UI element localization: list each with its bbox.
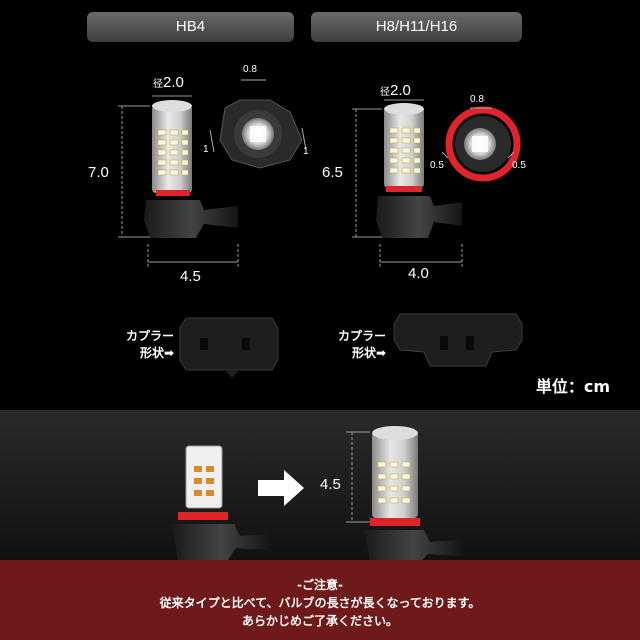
h8-diameter-label: 径2.0	[380, 82, 411, 99]
h8-dimension-lines	[352, 99, 463, 268]
notice-title: -ご注意-	[297, 578, 343, 592]
h8-top-view	[441, 106, 521, 182]
specs-section	[0, 0, 640, 410]
comparison-dimension-lines	[346, 431, 370, 523]
hb4-diameter-label: 径2.0	[153, 74, 184, 91]
h8-coupler	[393, 313, 523, 367]
tab-h8: H8/H11/H16	[311, 12, 522, 42]
comparison-section	[0, 410, 640, 560]
tab-hb4: HB4	[87, 12, 294, 42]
h8-coupler-label: カプラー 形状➡	[337, 329, 386, 360]
arrow-icon	[258, 470, 304, 506]
notice-banner: -ご注意- 従来タイプと比べて、バルブの長さが長くなっております。 あらかじめご…	[0, 560, 640, 640]
notice-line-1: 従来タイプと比べて、バルブの長さが長くなっております。	[159, 596, 481, 610]
h8-bulb	[376, 103, 462, 238]
h8-height-label: 6.5	[322, 164, 343, 181]
h8-led-width-label: 0.8	[470, 94, 484, 105]
hb4-height-label: 7.0	[88, 164, 109, 181]
hb4-coupler	[179, 317, 279, 378]
hb4-led-width-label: 0.8	[243, 64, 257, 75]
hb4-width-label: 4.5	[180, 268, 201, 285]
unit-label: 単位：cm	[535, 377, 610, 396]
hb4-coupler-label: カプラー 形状➡	[125, 329, 174, 360]
hb4-bulb	[144, 100, 238, 238]
notice-line-2: あらかじめご了承ください。	[241, 614, 398, 628]
h8-side-right-label: 0.5	[512, 160, 526, 171]
comparison-length-label: 4.5	[320, 476, 341, 493]
hb4-dimension-lines	[118, 95, 239, 268]
h8-side-left-label: 0.5	[430, 160, 444, 171]
hb4-top-view	[209, 79, 307, 169]
hb4-side-left-label: 1	[203, 144, 209, 155]
h8-width-label: 4.0	[408, 265, 429, 282]
new-bulb	[364, 426, 462, 562]
old-bulb	[172, 445, 270, 560]
hb4-side-right-label: 1	[303, 146, 309, 157]
